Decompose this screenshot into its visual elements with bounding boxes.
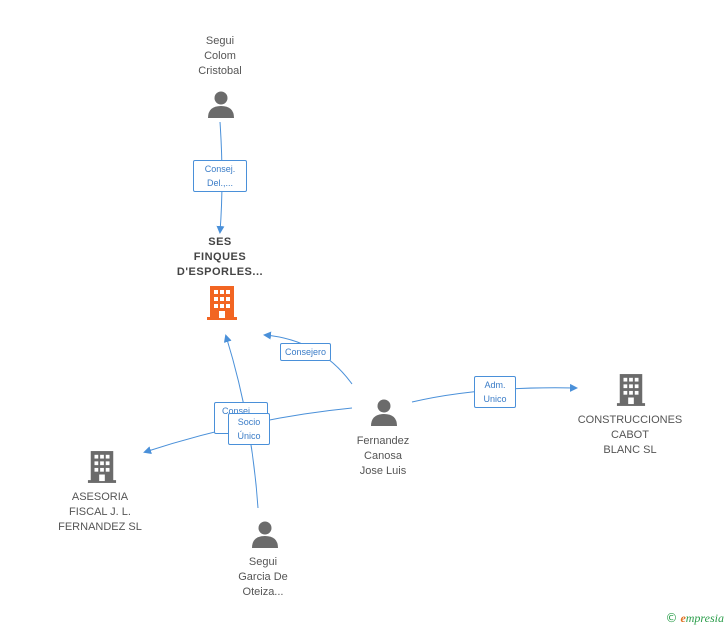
node-label-ses-finques: SES FINQUES D'ESPORLES...	[176, 236, 264, 278]
edge-label-socio-unico[interactable]: Socio Único	[228, 413, 270, 445]
person-icon[interactable]	[207, 90, 235, 118]
edge-label-consejero[interactable]: Consejero	[280, 343, 332, 361]
node-label-segui-garcia: Segui Garcia De Oteiza...	[238, 556, 288, 598]
person-icon[interactable]	[251, 520, 279, 548]
brand-footer: ©empresia	[665, 611, 724, 626]
copyright-symbol: ©	[665, 611, 678, 625]
building-icon[interactable]	[616, 373, 646, 407]
building-icon[interactable]	[87, 450, 117, 484]
building-icon-main[interactable]	[206, 286, 238, 320]
node-label-construcciones: CONSTRUCCIONES CABOT BLANC SL	[577, 414, 683, 456]
node-label-fernandez: Fernandez Canosa Jose Luis	[356, 435, 410, 477]
brand-logo-letter: e	[680, 611, 686, 625]
person-icon[interactable]	[370, 398, 398, 426]
node-label-asesoria: ASESORIA FISCAL J. L. FERNANDEZ SL	[58, 491, 142, 533]
edge-label-adm-unico[interactable]: Adm. Unico	[474, 376, 516, 408]
node-label-segui-colom: Segui Colom Cristobal	[198, 35, 242, 77]
edge-label-consej-del[interactable]: Consej. Del.,...	[193, 160, 247, 192]
brand-name: mpresia	[685, 611, 724, 625]
